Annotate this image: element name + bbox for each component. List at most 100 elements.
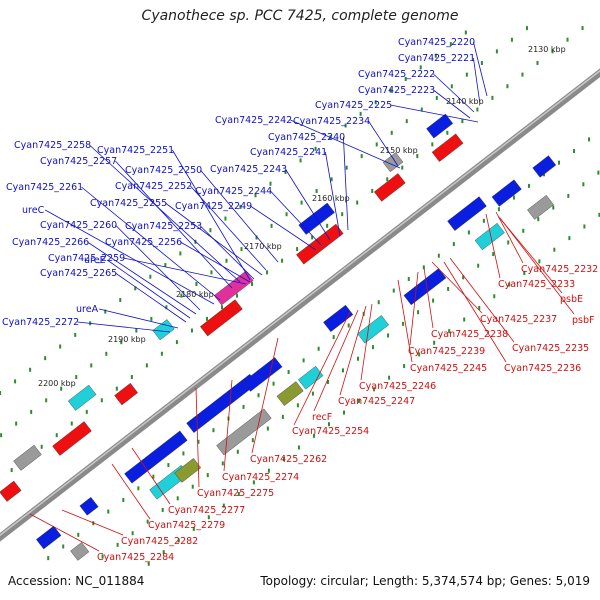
track-tick bbox=[85, 409, 88, 414]
track-tick bbox=[431, 142, 434, 147]
gene-feature bbox=[276, 381, 304, 406]
gene-feature bbox=[357, 315, 389, 344]
gene-label-upper: Cyan7425_2221 bbox=[398, 53, 475, 64]
track-tick bbox=[422, 265, 425, 270]
track-tick bbox=[588, 137, 591, 142]
track-tick bbox=[311, 391, 314, 396]
track-tick bbox=[269, 181, 272, 186]
track-tick bbox=[512, 195, 515, 200]
track-tick bbox=[387, 333, 390, 338]
gene-label-lower: Cyan7425_2237 bbox=[480, 314, 557, 325]
track-tick bbox=[147, 561, 150, 566]
track-tick bbox=[407, 276, 410, 281]
gene-label-upper: Cyan7425_2249 bbox=[175, 201, 252, 212]
leader-line-lower bbox=[111, 463, 151, 520]
gene-label-lower: Cyan7425_2236 bbox=[504, 363, 581, 374]
track-tick bbox=[242, 404, 245, 409]
track-tick bbox=[182, 451, 185, 456]
backbone-highlight bbox=[0, 69, 600, 537]
gene-label-upper: Cyan7425_2240 bbox=[268, 132, 345, 143]
leader-line-lower bbox=[397, 279, 413, 363]
track-tick bbox=[312, 433, 315, 438]
gene-feature bbox=[242, 357, 283, 392]
track-tick bbox=[161, 507, 164, 512]
track-tick bbox=[191, 484, 194, 489]
gene-feature bbox=[13, 444, 42, 471]
track-tick bbox=[434, 53, 437, 58]
gene-label-upper: Cyan7425_2272 bbox=[2, 317, 79, 328]
track-tick bbox=[558, 160, 561, 165]
track-tick bbox=[552, 205, 555, 210]
track-tick bbox=[597, 170, 600, 175]
leader-line-lower bbox=[499, 217, 575, 315]
track-tick bbox=[236, 293, 239, 298]
track-tick bbox=[537, 217, 540, 222]
track-tick bbox=[508, 282, 511, 287]
leader-line-upper bbox=[115, 272, 187, 323]
track-tick bbox=[236, 449, 239, 454]
gene-label-lower: Cyan7425_2235 bbox=[512, 343, 589, 354]
track-tick bbox=[60, 386, 63, 391]
track-tick bbox=[435, 95, 438, 100]
track-tick bbox=[240, 247, 243, 252]
leader-line-lower bbox=[495, 211, 524, 264]
track-tick bbox=[332, 335, 335, 340]
track-tick bbox=[212, 428, 215, 433]
gene-feature bbox=[79, 496, 99, 516]
track-tick bbox=[165, 305, 168, 310]
tick-layer bbox=[0, 26, 600, 566]
gene-label-lower: Cyan7425_2233 bbox=[498, 279, 575, 290]
leader-line-upper bbox=[123, 257, 247, 285]
track-tick bbox=[404, 76, 407, 81]
track-tick bbox=[417, 310, 420, 315]
track-tick bbox=[492, 252, 495, 257]
track-tick bbox=[314, 146, 317, 151]
track-tick bbox=[402, 321, 405, 326]
leader-line-upper bbox=[87, 241, 197, 315]
track-tick bbox=[70, 421, 73, 426]
track-tick bbox=[254, 193, 257, 198]
track-tick bbox=[101, 554, 104, 559]
track-tick bbox=[10, 468, 13, 473]
track-tick bbox=[90, 363, 93, 368]
track-tick bbox=[162, 550, 165, 555]
gene-label-upper: Cyan7425_2259 bbox=[48, 253, 125, 264]
leader-line-upper bbox=[190, 185, 267, 271]
track-tick bbox=[146, 519, 149, 524]
track-tick bbox=[100, 398, 103, 403]
track-tick bbox=[573, 149, 576, 154]
gene-feature bbox=[67, 384, 97, 411]
track-tick bbox=[29, 367, 32, 372]
leader-line-lower bbox=[423, 267, 434, 329]
gene-label-lower: Cyan7425_2277 bbox=[168, 505, 245, 516]
track-tick bbox=[377, 300, 380, 305]
track-tick bbox=[134, 286, 137, 291]
track-tick bbox=[374, 100, 377, 105]
track-tick bbox=[553, 247, 556, 252]
leader-line-lower bbox=[293, 311, 351, 426]
leader-line-lower bbox=[251, 337, 279, 454]
track-tick bbox=[206, 473, 209, 478]
track-tick bbox=[167, 463, 170, 468]
track-tick bbox=[525, 26, 528, 31]
gene-label-upper: Cyan7425_2223 bbox=[358, 85, 435, 96]
track-tick bbox=[386, 177, 389, 182]
gene-feature bbox=[491, 179, 522, 207]
track-tick bbox=[315, 188, 318, 193]
leader-line-upper bbox=[200, 169, 279, 263]
track-tick bbox=[583, 224, 586, 229]
track-tick bbox=[465, 72, 468, 77]
gene-label-lower: Cyan7425_2254 bbox=[292, 426, 369, 437]
gene-feature bbox=[174, 457, 202, 483]
gene-feature bbox=[124, 430, 188, 484]
leader-line-lower bbox=[313, 309, 359, 412]
gene-label-lower: Cyan7425_2282 bbox=[121, 536, 198, 547]
track-tick bbox=[207, 515, 210, 520]
track-tick bbox=[257, 393, 260, 398]
track-tick bbox=[388, 375, 391, 380]
ruler-label: 2150 kbp bbox=[380, 146, 418, 155]
track-tick bbox=[419, 65, 422, 70]
gene-feature bbox=[323, 304, 354, 333]
leader-line-lower bbox=[195, 387, 200, 488]
track-tick bbox=[461, 119, 464, 124]
